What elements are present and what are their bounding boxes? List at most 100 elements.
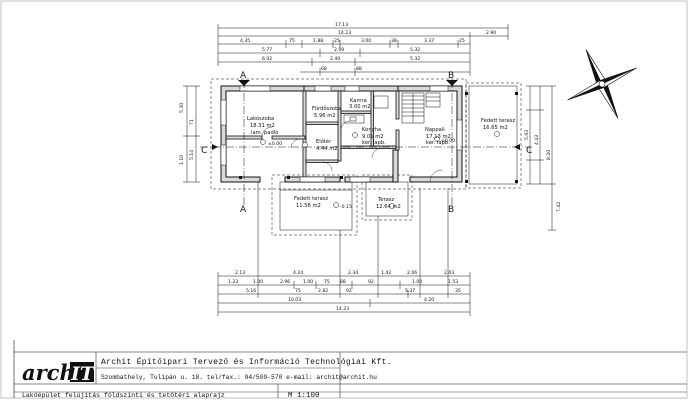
svg-text:2.03: 2.03 xyxy=(444,270,454,276)
room-name: Lakószoba xyxy=(247,115,274,122)
svg-text:4.35: 4.35 xyxy=(240,38,250,44)
svg-text:ker. lapb.: ker. lapb. xyxy=(362,140,386,146)
section-marks: A A B B C C xyxy=(201,71,532,215)
svg-text:4.44 m2: 4.44 m2 xyxy=(316,146,338,152)
svg-text:8.20: 8.20 xyxy=(546,150,552,160)
room-name: Előtér xyxy=(316,138,332,145)
section-mark-c: C xyxy=(526,146,532,156)
svg-text:3.00 m2: 3.00 m2 xyxy=(349,104,371,110)
room-name: Fedett terasz xyxy=(294,196,328,202)
room-name: Terasz xyxy=(377,197,394,203)
section-lines xyxy=(200,80,530,205)
drawing-scale: M 1:100 xyxy=(288,392,320,400)
svg-text:-0.15: -0.15 xyxy=(340,204,352,210)
svg-text:5.77: 5.77 xyxy=(262,47,272,53)
svg-text:2.09: 2.09 xyxy=(334,47,344,53)
svg-text:3.00: 3.00 xyxy=(361,38,371,44)
room-name: Kamra xyxy=(350,98,367,104)
top-dimension-lines xyxy=(217,24,509,76)
svg-text:2.49: 2.49 xyxy=(330,56,340,62)
svg-text:88: 88 xyxy=(356,66,362,72)
level-texts: ±0.00 ±0.00 -0.15 xyxy=(268,138,455,210)
svg-text:IT: IT xyxy=(70,363,96,385)
svg-text:25: 25 xyxy=(459,38,465,44)
svg-text:92: 92 xyxy=(368,279,374,285)
svg-text:25: 25 xyxy=(334,38,340,44)
kitchen-counter xyxy=(343,95,389,124)
svg-text:4.24: 4.24 xyxy=(293,270,303,276)
pillars xyxy=(239,92,518,183)
svg-text:±0.00: ±0.00 xyxy=(441,138,455,144)
svg-text:75: 75 xyxy=(289,38,295,44)
svg-text:3.37: 3.37 xyxy=(424,38,434,44)
svg-text:2.96: 2.96 xyxy=(280,279,290,285)
top-dimension-labels: 17.13 14.23 2.90 4.35 75 1.88 25 3.00 38… xyxy=(240,22,496,72)
svg-text:16.65 m2: 16.65 m2 xyxy=(483,125,508,131)
svg-text:5.37: 5.37 xyxy=(405,288,415,294)
svg-text:1.88: 1.88 xyxy=(313,38,323,44)
dim-top-right: 2.90 xyxy=(486,30,496,36)
svg-text:71: 71 xyxy=(189,119,195,125)
svg-text:ker. lapb.: ker. lapb. xyxy=(426,140,450,146)
title-block: arch IT Archit Építőipari Tervező és Inf… xyxy=(13,340,687,400)
room-name: Konyha xyxy=(362,127,381,133)
svg-text:92: 92 xyxy=(346,288,352,294)
svg-text:5.30: 5.30 xyxy=(179,103,185,113)
svg-text:4.20: 4.20 xyxy=(424,297,434,303)
drawing-title: Lakóépület felújítás földszinti és tetőt… xyxy=(22,392,225,399)
svg-text:35: 35 xyxy=(455,288,461,294)
svg-text:1.00: 1.00 xyxy=(253,279,263,285)
svg-text:2.34: 2.34 xyxy=(348,270,358,276)
svg-text:±0.00: ±0.00 xyxy=(268,141,282,147)
north-arrow-icon xyxy=(567,49,637,119)
eave-outline xyxy=(210,78,522,236)
svg-text:5.16: 5.16 xyxy=(246,288,256,294)
svg-text:6.02: 6.02 xyxy=(262,56,272,62)
section-mark-c: C xyxy=(201,146,207,156)
dim-top-main: 14.23 xyxy=(338,30,351,36)
svg-text:14.23: 14.23 xyxy=(336,306,349,312)
svg-text:75: 75 xyxy=(295,288,301,294)
section-mark-b: B xyxy=(448,205,454,215)
windows xyxy=(220,85,463,183)
terraces xyxy=(279,85,518,231)
section-mark-a: A xyxy=(240,205,247,215)
staircase xyxy=(401,92,441,124)
svg-text:75: 75 xyxy=(324,279,330,285)
svg-text:2.06: 2.06 xyxy=(407,270,417,276)
svg-text:17.13 m2: 17.13 m2 xyxy=(426,134,451,140)
section-mark-a: A xyxy=(240,71,247,81)
svg-text:7.42: 7.42 xyxy=(556,202,562,212)
svg-text:1.23: 1.23 xyxy=(228,279,238,285)
svg-text:1.00: 1.00 xyxy=(303,279,313,285)
level-markers xyxy=(260,131,500,209)
bottom-dimension-lines xyxy=(217,182,471,316)
room-name: Fedett terasz xyxy=(481,118,515,124)
svg-text:9.01 m2: 9.01 m2 xyxy=(362,134,384,140)
svg-text:5.32: 5.32 xyxy=(410,56,420,62)
svg-text:12.64 m2: 12.64 m2 xyxy=(376,204,401,210)
side-dimension-labels: 5.30 5.14 71 1.10 8.20 7.42 5.03 4.43 xyxy=(179,103,562,212)
svg-text:1.10: 1.10 xyxy=(179,155,185,165)
svg-text:2.82: 2.82 xyxy=(318,288,328,294)
svg-text:5.03: 5.03 xyxy=(524,130,530,140)
svg-text:lam. padló: lam. padló xyxy=(251,129,278,136)
company-name: Archit Építőipari Tervező és Információ … xyxy=(101,358,392,367)
room-name: Fürdőszoba xyxy=(312,106,342,112)
company-logo: arch IT xyxy=(22,360,96,385)
svg-text:1.42: 1.42 xyxy=(381,270,391,276)
section-arrows xyxy=(212,80,520,150)
svg-text:38: 38 xyxy=(391,38,397,44)
room-labels: Lakószoba 18.31 m2 lam. padló Fürdőszoba… xyxy=(247,98,515,210)
svg-text:1.53: 1.53 xyxy=(448,279,458,285)
bottom-dimension-labels: 2.13 4.24 2.34 1.42 2.06 2.03 1.23 1.00 … xyxy=(228,270,461,312)
door-swings xyxy=(261,120,443,183)
svg-text:10.03: 10.03 xyxy=(288,297,301,303)
side-dimension-lines xyxy=(183,85,556,231)
svg-text:arch: arch xyxy=(22,360,75,385)
svg-text:5.14: 5.14 xyxy=(189,150,195,160)
svg-text:68: 68 xyxy=(321,66,327,72)
